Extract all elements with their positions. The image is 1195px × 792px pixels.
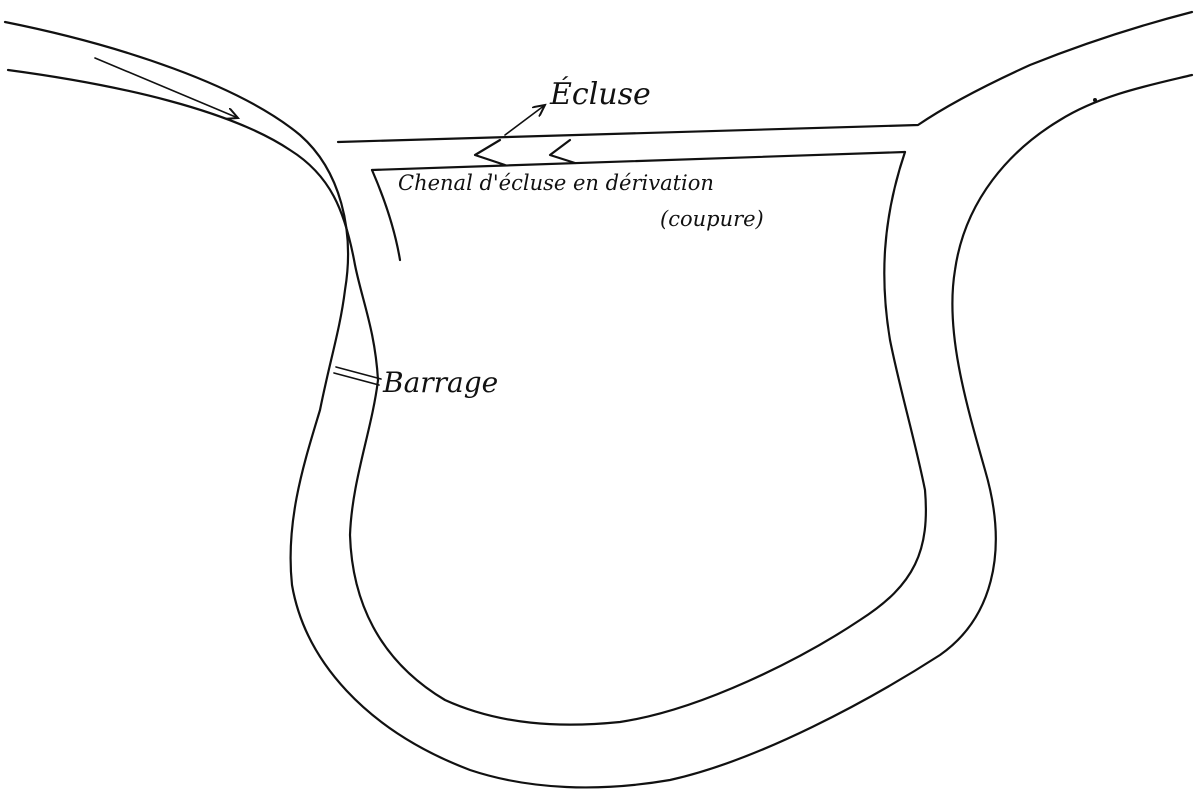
dam-line-bottom — [334, 373, 379, 385]
channel-lower-bank — [372, 152, 905, 170]
lock-gate-left — [475, 140, 505, 165]
cutoff-label: (coupure) — [660, 209, 764, 230]
lock-gate-right — [550, 140, 575, 163]
dam-line-top — [336, 367, 381, 379]
channel-upper-bank — [338, 12, 1192, 142]
ink-dot — [1093, 98, 1097, 102]
river-outer-bank-left — [5, 22, 1192, 787]
dam-label: Barrage — [383, 369, 498, 397]
channel-label: Chenal d'écluse en dérivation — [398, 173, 714, 194]
island-left-edge — [372, 170, 400, 260]
lock-pointer-arrow — [505, 105, 545, 135]
lock-label: Écluse — [550, 80, 651, 110]
